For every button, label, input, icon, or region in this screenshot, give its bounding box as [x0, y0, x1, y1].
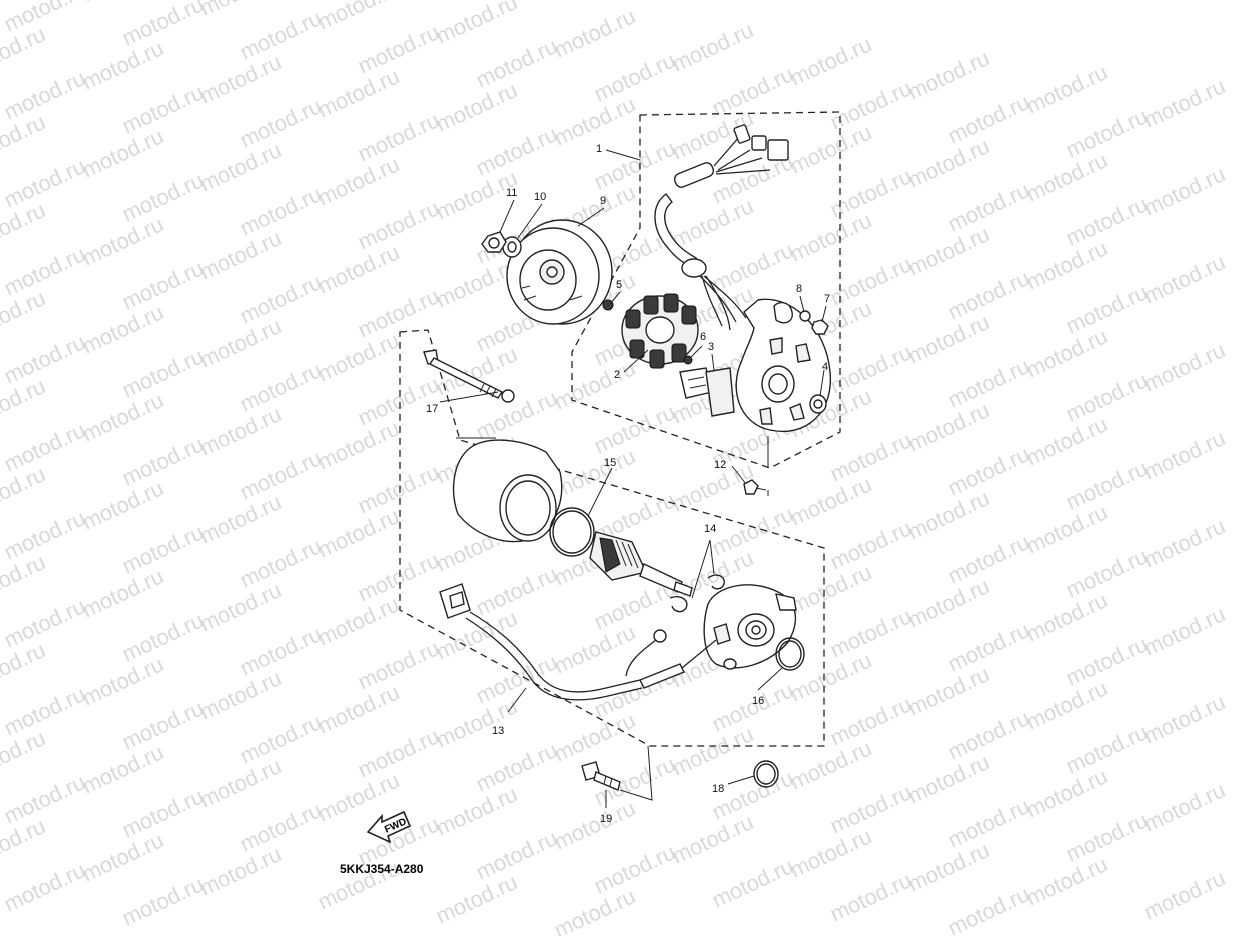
callout-1: 1: [596, 143, 602, 155]
starter-front-cover: [703, 584, 797, 670]
washer: [502, 236, 522, 258]
callout-3: 3: [708, 341, 714, 353]
callout-4: 4: [822, 361, 828, 373]
mounting-bolt: [581, 761, 621, 791]
plate-nut: [811, 319, 829, 335]
nut: [481, 231, 507, 253]
stator: [621, 293, 699, 369]
loose-o-ring: [753, 760, 779, 788]
callouts: 1 2 3 4 5 6 7 8 9 10 11 12 13 14 15 16 1…: [426, 143, 830, 825]
long-through-bolt: [423, 349, 515, 403]
fwd-arrow: FWD: [366, 810, 412, 844]
callout-19: 19: [600, 813, 612, 825]
callout-16: 16: [752, 695, 764, 707]
plate-washer: [799, 310, 811, 322]
callout-14: 14: [704, 523, 716, 535]
pickup-coil: [679, 367, 735, 417]
callout-18: 18: [712, 783, 724, 795]
wire-harness: [654, 124, 789, 331]
yoke-o-ring: [549, 507, 595, 557]
callout-15: 15: [604, 457, 616, 469]
starter-cable: [439, 583, 717, 701]
stator-base-plate: [735, 298, 832, 433]
callout-13: 13: [492, 725, 504, 737]
assembly-boundaries: [399, 111, 841, 747]
callout-7: 7: [824, 293, 830, 305]
callout-12: 12: [714, 459, 726, 471]
diagram-code: 5KKJ354-A280: [340, 862, 424, 876]
callout-5: 5: [616, 279, 622, 291]
callout-17: 17: [426, 403, 438, 415]
brush-clips: [669, 574, 725, 613]
callout-10: 10: [534, 191, 546, 203]
callout-9: 9: [600, 195, 606, 207]
starter-motor-yoke: [452, 439, 563, 543]
leader-lines: [439, 149, 827, 808]
flywheel-rotor: [506, 219, 613, 325]
callout-2: 2: [614, 369, 620, 381]
generator-assembly-boundary: [571, 111, 841, 469]
plate-bolt: [743, 479, 767, 495]
starter-motor-assembly-boundary: [399, 329, 825, 747]
front-cover-o-ring: [775, 637, 805, 671]
stator-screw: [602, 299, 614, 311]
armature: [589, 531, 693, 597]
callout-11: 11: [506, 187, 517, 199]
callout-8: 8: [796, 283, 802, 295]
callout-6: 6: [700, 331, 706, 343]
